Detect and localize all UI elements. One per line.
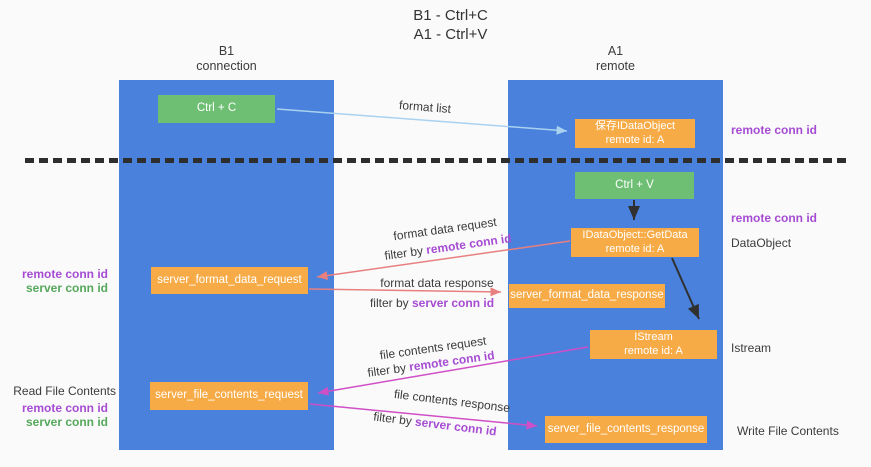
filter-by-text: filter by	[369, 296, 409, 310]
istream-line1: IStream	[634, 331, 673, 343]
right-column-header: A1 remote	[508, 44, 723, 74]
ctrl-c-label: Ctrl + C	[196, 102, 237, 115]
server-file-contents-request-label: server_file_contents_request	[155, 389, 303, 402]
diagram-title: B1 - Ctrl+C A1 - Ctrl+V	[15, 6, 871, 44]
server-conn-id-text: server conn id	[414, 414, 498, 439]
dashed-separator-line	[25, 158, 847, 163]
left-server-conn-id-bottom-label: server conn id	[25, 415, 108, 429]
left-column-header: B1 connection	[119, 44, 334, 74]
istream-side-label: Istream	[731, 341, 772, 355]
ctrl-v-node: Ctrl + V	[575, 172, 694, 199]
filter-by-text: filter by	[372, 409, 413, 429]
server-format-data-response-label: server_format_data_response	[510, 289, 664, 302]
server-conn-id-text: server conn id	[412, 296, 495, 310]
server-file-contents-response-label: server_file_contents_response	[547, 422, 705, 435]
right-remote-conn-id-mid-label: remote conn id	[731, 211, 818, 225]
filter-by-text: filter by	[366, 360, 407, 380]
read-file-contents-label: Read File Contents	[13, 384, 116, 398]
format-data-response-label: format data response	[380, 276, 494, 290]
dataobject-label: DataObject	[731, 236, 792, 250]
title-line-2: A1 - Ctrl+V	[413, 26, 488, 43]
server-format-data-response-node: server_format_data_response	[509, 284, 665, 308]
format-data-response-filter-label: filter by server conn id	[370, 296, 494, 310]
format-list-label: format list	[398, 97, 452, 117]
file-contents-response-label: file contents response	[393, 386, 511, 416]
left-column-title: B1	[218, 44, 235, 58]
file-contents-response-filter-label: filter by server conn id	[373, 409, 498, 438]
server-format-data-request-label: server_format_data_request	[157, 273, 302, 286]
server-file-contents-request-node: server_file_contents_request	[150, 382, 308, 410]
save-idataobject-line2: remote id: A	[605, 133, 665, 146]
right-remote-conn-id-top-label: remote conn id	[731, 123, 818, 137]
write-file-contents-label: Write File Contents	[737, 424, 839, 438]
getdata-line1: IDataObject::GetData	[582, 229, 688, 241]
title-line-1: B1 - Ctrl+C	[413, 7, 488, 24]
ctrl-c-node: Ctrl + C	[158, 95, 275, 123]
left-server-conn-id-top-label: server conn id	[25, 281, 108, 295]
server-format-data-request-node: server_format_data_request	[151, 267, 308, 294]
save-idataobject-node: 保存IDataObject remote id: A	[575, 119, 695, 148]
left-remote-conn-id-bottom-label: remote conn id	[21, 401, 108, 415]
istream-line2: remote id: A	[624, 344, 683, 357]
filter-by-text: filter by	[383, 243, 424, 263]
ctrl-v-label: Ctrl + V	[615, 178, 654, 191]
save-idataobject-line1: 保存IDataObject	[594, 120, 676, 132]
right-column-title: A1	[607, 44, 624, 58]
istream-node: IStream remote id: A	[590, 330, 717, 359]
right-column-subtitle: remote	[596, 59, 635, 73]
idataobject-getdata-node: IDataObject::GetData remote id: A	[571, 228, 699, 257]
left-remote-conn-id-top-label: remote conn id	[21, 267, 108, 281]
server-file-contents-response-node: server_file_contents_response	[545, 416, 707, 443]
getdata-line2: remote id: A	[605, 242, 665, 255]
left-column-subtitle: connection	[196, 59, 257, 73]
